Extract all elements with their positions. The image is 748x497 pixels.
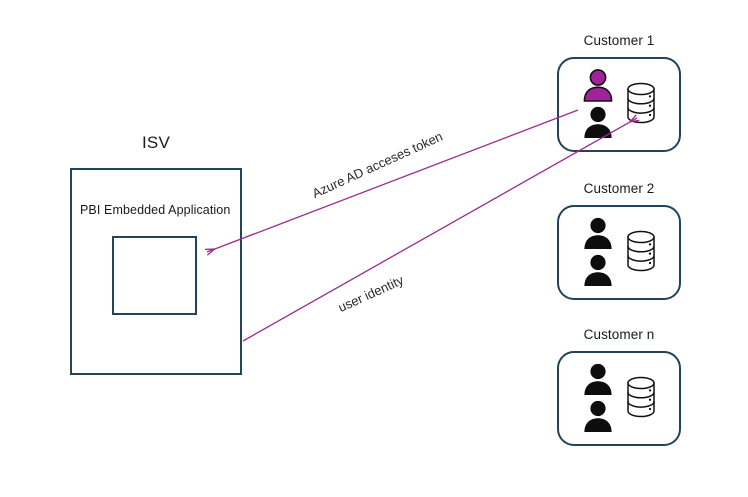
customer-n-title: Customer n xyxy=(583,327,655,342)
customer-n-contents xyxy=(559,353,679,444)
embedded-report-placeholder[interactable] xyxy=(112,236,197,315)
isv-title: ISV xyxy=(141,133,170,152)
customer-2-card[interactable] xyxy=(557,205,681,300)
customer-n-database-icon[interactable] xyxy=(625,376,657,418)
customer-1-title: Customer 1 xyxy=(583,33,655,48)
connector-azure-ad-token[interactable] xyxy=(207,109,579,252)
customer-n-standard-user-icon-1[interactable] xyxy=(581,362,615,396)
connector-azure-ad-token-label: Azure AD acceses token xyxy=(309,128,445,201)
customer-2-standard-user-icon-2[interactable] xyxy=(581,253,615,287)
customer-2-contents xyxy=(559,207,679,298)
customer-n-card[interactable] xyxy=(557,351,681,446)
connector-user-identity-label: user identity xyxy=(335,272,406,315)
customer-1-highlighted-user-icon[interactable] xyxy=(581,68,615,102)
customer-1-card[interactable] xyxy=(557,57,681,152)
customer-2-title: Customer 2 xyxy=(583,181,655,196)
customer-1-standard-user-icon[interactable] xyxy=(581,105,615,139)
customer-1-database-icon[interactable] xyxy=(625,82,657,124)
customer-1-contents xyxy=(559,59,679,150)
customer-n-standard-user-icon-2[interactable] xyxy=(581,399,615,433)
isv-app-label: PBI Embedded Application xyxy=(80,203,231,217)
customer-2-standard-user-icon-1[interactable] xyxy=(581,216,615,250)
customer-2-database-icon[interactable] xyxy=(625,230,657,272)
